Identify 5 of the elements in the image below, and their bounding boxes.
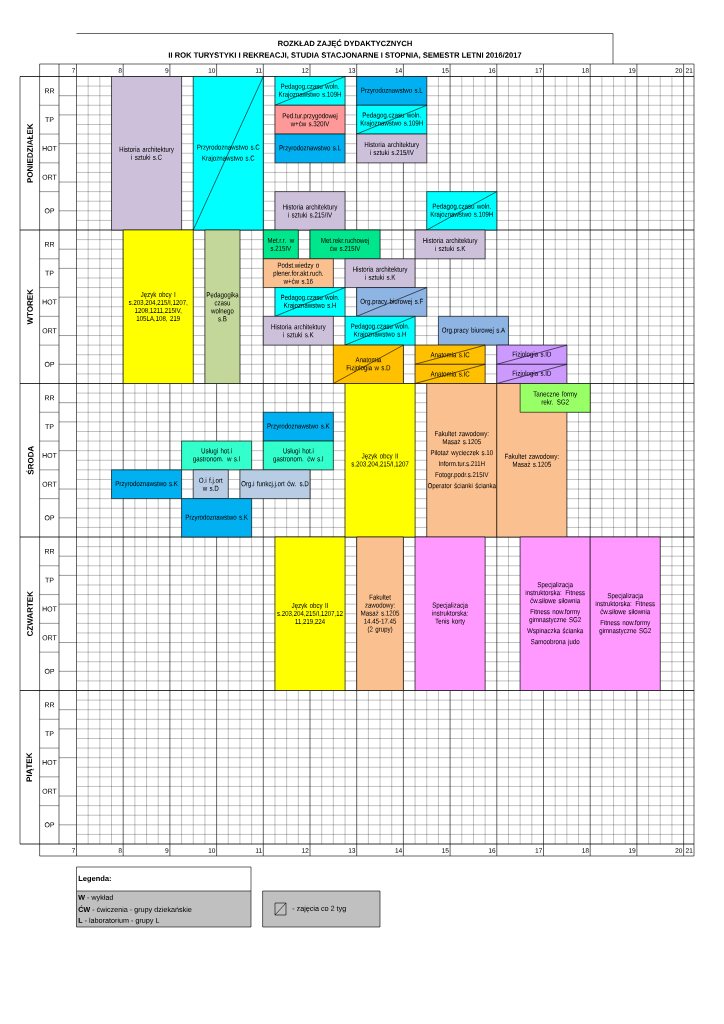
- day-label: CZWARTEK: [27, 591, 33, 637]
- day-label: PIĄTEK: [26, 752, 34, 782]
- day-label: ŚRODA: [26, 446, 34, 475]
- day-label: WTOREK: [27, 289, 33, 325]
- day-label: PONIEDZIAŁEK: [27, 123, 33, 183]
